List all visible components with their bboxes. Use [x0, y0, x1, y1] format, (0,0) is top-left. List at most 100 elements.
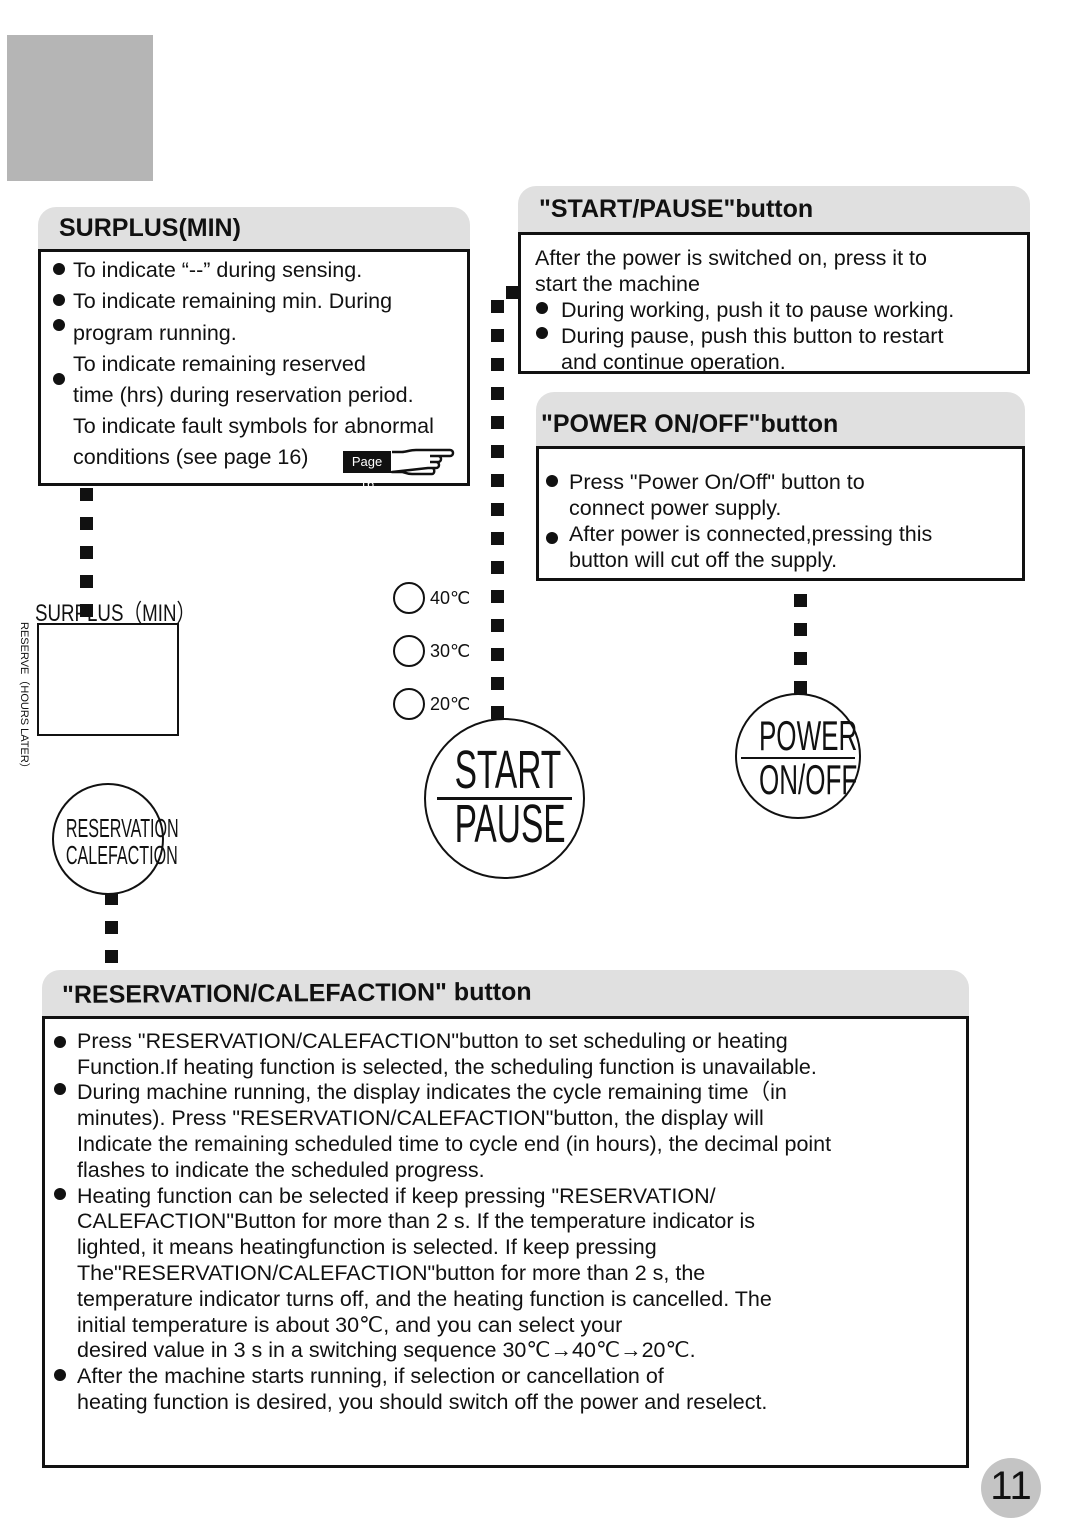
start-pause-bullet: and continue operation. — [561, 350, 786, 374]
reservation-line: Indicate the remaining scheduled time to… — [77, 1132, 832, 1156]
reservation-line: minutes). Press "RESERVATION/CALEFACTION… — [77, 1106, 764, 1130]
temp-indicator-40 — [393, 582, 425, 614]
surplus-line: time (hrs) during reservation period. — [73, 383, 414, 407]
connector-dot — [80, 546, 93, 559]
power-bullet: button will cut off the supply. — [569, 548, 838, 572]
bullet-dot — [54, 1188, 66, 1200]
surplus-tab — [38, 207, 470, 253]
power-bullet: After power is connected,pressing this — [569, 522, 933, 546]
bullet-dot — [536, 302, 548, 314]
connector-dot — [491, 677, 504, 690]
connector-dot — [491, 387, 504, 400]
page-number-badge — [981, 1458, 1041, 1518]
temp-indicator-20 — [393, 688, 425, 720]
reservation-calefaction-button[interactable] — [52, 783, 164, 895]
bullet-dot — [53, 294, 65, 306]
power-on-off-button[interactable] — [735, 693, 861, 819]
reservation-line: desired value in 3 s in a switching sequ… — [77, 1338, 696, 1362]
connector-dot — [105, 892, 118, 905]
reservation-line: initial temperature is about 30℃, and yo… — [77, 1313, 623, 1337]
gray-corner-block — [7, 35, 153, 181]
start-pause-bullet: During pause, push this button to restar… — [561, 324, 944, 348]
connector-dot — [491, 416, 504, 429]
connector-dot — [794, 681, 807, 694]
start-label: START — [454, 740, 562, 800]
bullet-dot — [546, 532, 558, 544]
reservation-line: flashes to indicate the scheduled progre… — [77, 1158, 485, 1182]
connector-dot — [491, 300, 504, 313]
reservation-line: After the machine starts running, if sel… — [77, 1364, 664, 1388]
connector-dot — [794, 652, 807, 665]
temp-indicator-30 — [393, 635, 425, 667]
power-bullet: connect power supply. — [569, 496, 782, 520]
start-pause-divider — [437, 797, 572, 800]
temp-label-30: 30℃ — [430, 641, 471, 661]
reservation-line: Heating function can be selected if keep… — [77, 1184, 716, 1208]
reservation-box — [42, 1016, 969, 1468]
calefaction-label: CALEFACTION — [65, 840, 178, 870]
start-pause-intro: start the machine — [535, 272, 700, 296]
reserve-label: RESERVE（HOURS LATER） — [18, 622, 30, 774]
pointing-hand-icon — [390, 448, 455, 476]
power-label: POWER — [758, 712, 858, 759]
reservation-label: RESERVATION — [65, 813, 179, 843]
connector-dot — [80, 575, 93, 588]
bullet-dot — [546, 475, 558, 487]
connector-dot — [491, 706, 504, 719]
bullet-dot — [536, 327, 548, 339]
connector-dot — [491, 648, 504, 661]
temp-label-40: 40℃ — [430, 588, 471, 608]
display-screen — [37, 623, 179, 736]
bullet-dot — [53, 373, 65, 385]
connector-dot — [491, 619, 504, 632]
connector-dot — [491, 329, 504, 342]
reservation-line: The"RESERVATION/CALEFACTION"button for m… — [77, 1261, 706, 1285]
start-pause-tab — [518, 186, 1030, 236]
surplus-line: To indicate remaining reserved — [73, 352, 366, 376]
surplus-line: To indicate remaining min. During — [73, 289, 393, 313]
surplus-line: conditions (see page 16) — [73, 445, 309, 469]
connector-dot — [491, 590, 504, 603]
connector-dot — [794, 623, 807, 636]
power-title: "POWER ON/OFF"button — [541, 410, 839, 438]
connector-dot — [491, 474, 504, 487]
page-number: 11 — [990, 1464, 1032, 1508]
start-pause-intro: After the power is switched on, press it… — [535, 246, 927, 270]
reservation-tab — [42, 970, 969, 1020]
bullet-dot — [53, 263, 65, 275]
surplus-display-label: SURPLUS（MIN） — [35, 600, 196, 627]
connector-dot — [491, 503, 504, 516]
connector-dot — [105, 921, 118, 934]
start-pause-title: "START/PAUSE"button — [539, 195, 814, 223]
power-divider — [741, 757, 855, 759]
reservation-line: lighted, it means heatingfunction is sel… — [77, 1235, 657, 1259]
surplus-title: SURPLUS(MIN) — [59, 214, 241, 242]
start-pause-box — [518, 232, 1030, 374]
bullet-dot — [53, 319, 65, 331]
connector-dot — [80, 517, 93, 530]
connector-dot — [491, 561, 504, 574]
page-ref-badge: Page 16 — [343, 451, 391, 491]
connector-dot — [80, 604, 93, 617]
on-off-label: ON/OFF — [758, 756, 858, 803]
connector-dot — [506, 286, 519, 299]
connector-dot — [80, 488, 93, 501]
surplus-line: program running. — [73, 321, 237, 345]
surplus-line: To indicate fault symbols for abnormal — [73, 414, 434, 438]
reservation-line: Function.If heating function is selected… — [77, 1055, 817, 1079]
surplus-line: To indicate “--” during sensing. — [73, 258, 363, 282]
connector-dot — [491, 358, 504, 371]
reservation-line: temperature indicator turns off, and the… — [77, 1287, 772, 1311]
connector-dot — [105, 950, 118, 963]
connector-dot — [491, 532, 504, 545]
start-pause-bullet: During working, push it to pause working… — [561, 298, 955, 322]
connector-dot — [491, 445, 504, 458]
bullet-dot — [54, 1083, 66, 1095]
pause-label: PAUSE — [454, 794, 566, 854]
temp-label-20: 20℃ — [430, 694, 471, 714]
reservation-title: "RESERVATION/CALEFACTION" button — [62, 977, 532, 1009]
reservation-line: Press "RESERVATION/CALEFACTION"button to… — [77, 1029, 788, 1053]
power-tab — [536, 392, 1025, 450]
reservation-line: CALEFACTION"Button for more than 2 s. If… — [77, 1209, 756, 1233]
bullet-dot — [54, 1369, 66, 1381]
